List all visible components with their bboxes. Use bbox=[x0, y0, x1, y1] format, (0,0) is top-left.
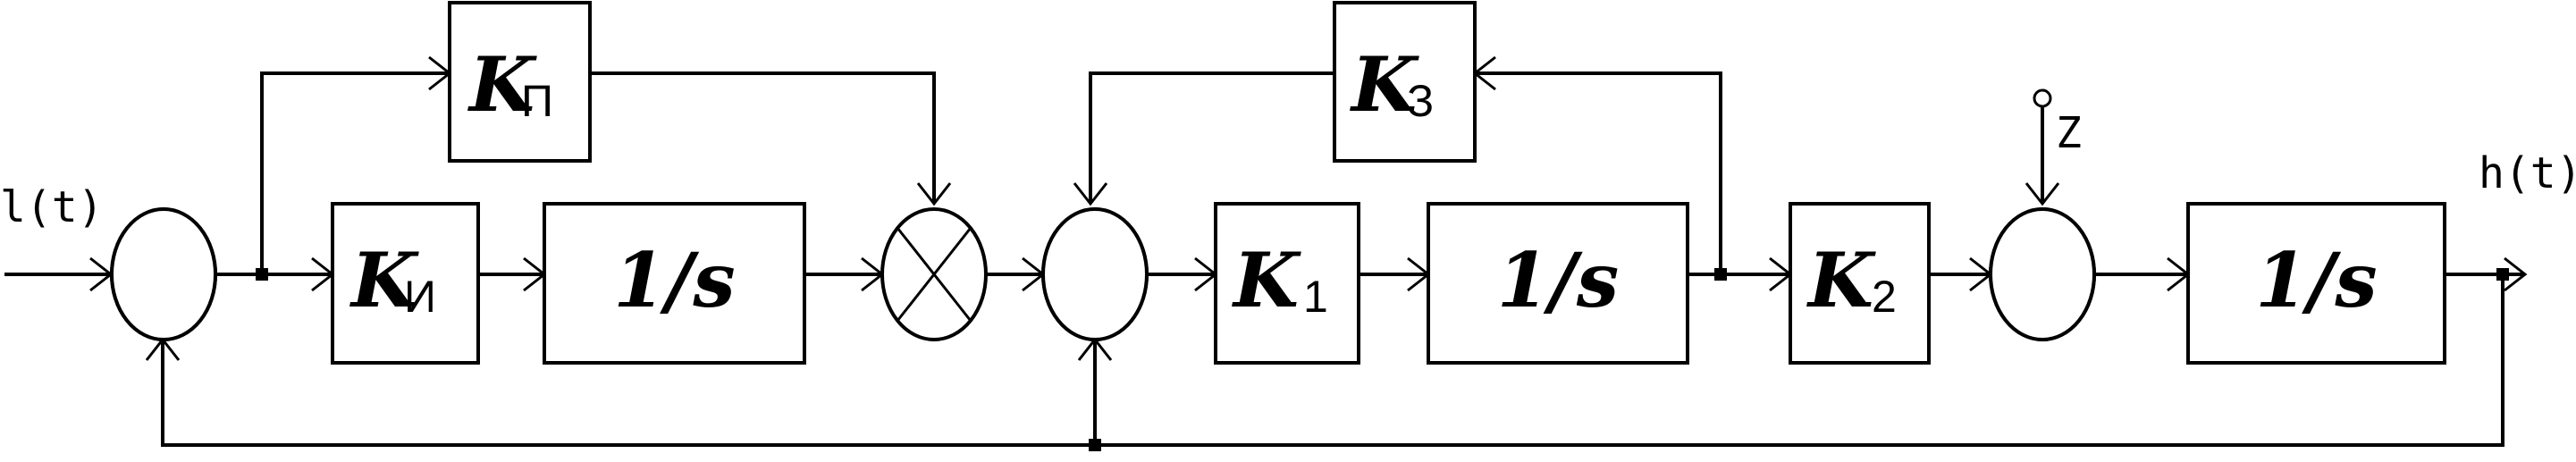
integrator-2-label: 1/s bbox=[1497, 236, 1619, 324]
arrow-output bbox=[2504, 256, 2528, 292]
k1-symbol: K bbox=[1232, 236, 1301, 324]
ki-symbol: K bbox=[349, 236, 419, 324]
block-k1: K 1 bbox=[1214, 202, 1360, 365]
wire-to-kp bbox=[260, 71, 450, 274]
junction-dot-output bbox=[2496, 268, 2509, 281]
block-integrator-3: 1/s bbox=[2186, 202, 2446, 365]
block-k3: K З bbox=[1333, 1, 1477, 163]
junction-dot-input bbox=[256, 268, 268, 281]
integrator-1-label: 1/s bbox=[613, 236, 735, 324]
k3-subscript: З bbox=[1407, 76, 1434, 126]
block-k2: K 2 bbox=[1789, 202, 1931, 365]
arrow-kp-into-sum2 bbox=[916, 182, 952, 206]
block-kp: K П bbox=[448, 1, 592, 163]
block-integrator-2: 1/s bbox=[1427, 202, 1689, 365]
wire-feedback-main bbox=[161, 274, 2504, 447]
k2-subscript: 2 bbox=[1872, 272, 1897, 322]
wire-to-k3 bbox=[1475, 71, 1722, 274]
kp-subscript: П bbox=[521, 76, 553, 126]
junction-dot-k3-branch bbox=[1714, 268, 1727, 281]
input-signal-label: l(t) bbox=[0, 182, 104, 232]
output-signal-label: h(t) bbox=[2479, 148, 2576, 198]
integrator-3-label: 1/s bbox=[2255, 236, 2377, 324]
ki-subscript: И bbox=[404, 272, 436, 322]
summing-junction-1 bbox=[110, 207, 217, 341]
connections bbox=[4, 71, 2525, 447]
wire-k3-to-sum3 bbox=[1089, 71, 1334, 204]
block-ki: K И bbox=[331, 202, 480, 365]
disturbance-terminal bbox=[2033, 88, 2052, 108]
wire-kp-to-sum2 bbox=[590, 71, 936, 204]
arrow-k3-into-sum3 bbox=[1073, 182, 1108, 206]
k3-symbol: K bbox=[1350, 40, 1419, 129]
k1-subscript: 1 bbox=[1303, 272, 1328, 322]
k2-symbol: K bbox=[1806, 236, 1876, 324]
summing-junction-2 bbox=[880, 207, 988, 341]
arrow-disturbance-into-sum4 bbox=[2025, 182, 2060, 206]
summing-junction-4 bbox=[1989, 207, 2096, 341]
kp-symbol: K bbox=[467, 40, 537, 129]
disturbance-label: Z bbox=[2056, 108, 2082, 158]
summing-junction-3 bbox=[1041, 207, 1149, 341]
block-integrator-1: 1/s bbox=[543, 202, 806, 365]
junction-dot-feedback bbox=[1089, 439, 1101, 451]
junctions bbox=[256, 268, 2509, 451]
